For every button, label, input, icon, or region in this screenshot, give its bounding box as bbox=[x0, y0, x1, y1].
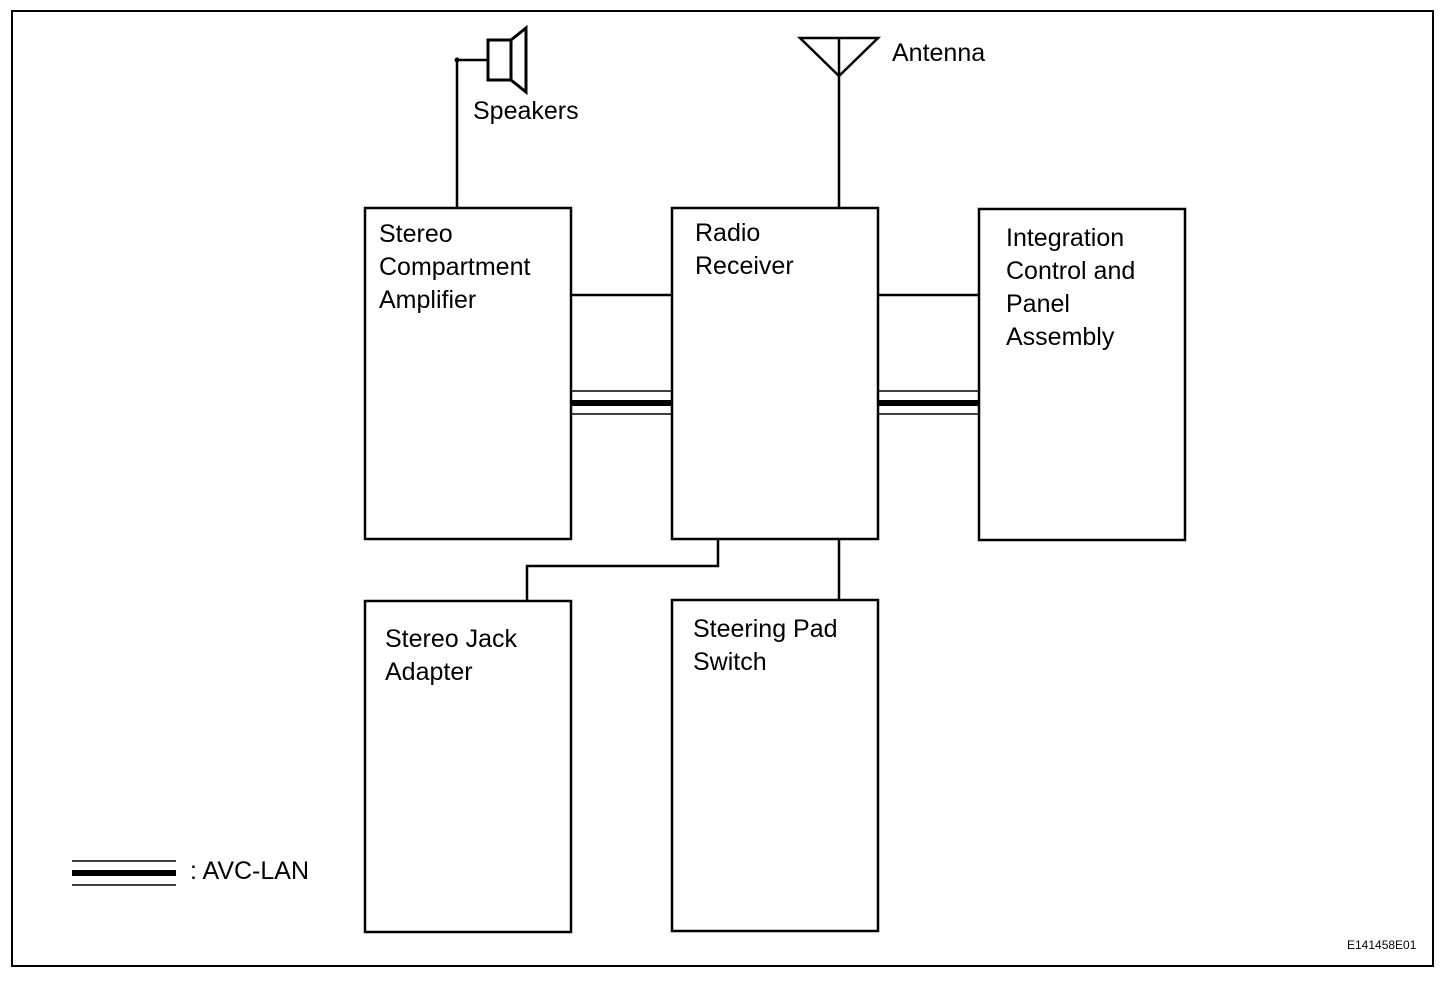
integration-panel-label: Integration Control and Panel Assembly bbox=[1006, 224, 1136, 351]
speaker-icon bbox=[486, 24, 528, 96]
radio-receiver-box bbox=[670, 206, 880, 541]
diagram-frame bbox=[11, 10, 1434, 967]
avc-lan-bus-right bbox=[878, 390, 979, 415]
avc-lan-bus-left bbox=[571, 390, 672, 415]
antenna-label: Antenna bbox=[892, 39, 986, 67]
stereo-jack-label: Stereo Jack Adapter bbox=[385, 625, 518, 686]
avc-lan-legend-symbol bbox=[72, 860, 176, 886]
speakers-label: Speakers bbox=[473, 97, 579, 125]
figure-code: E141458E01 bbox=[1347, 938, 1417, 952]
radio-receiver-label: Radio Receiver bbox=[695, 219, 794, 280]
receiver-jack-wire bbox=[525, 539, 720, 601]
avc-lan-legend-label: : AVC-LAN bbox=[190, 857, 310, 885]
stereo-jack-box bbox=[363, 599, 573, 934]
stereo-amplifier-box bbox=[363, 206, 573, 541]
integration-panel-box bbox=[977, 207, 1187, 542]
stereo-amplifier-label: Stereo Compartment Amplifier bbox=[379, 220, 531, 314]
steering-pad-label: Steering Pad Switch bbox=[693, 615, 838, 676]
speaker-wire bbox=[455, 58, 488, 208]
steering-pad-box bbox=[670, 598, 880, 933]
